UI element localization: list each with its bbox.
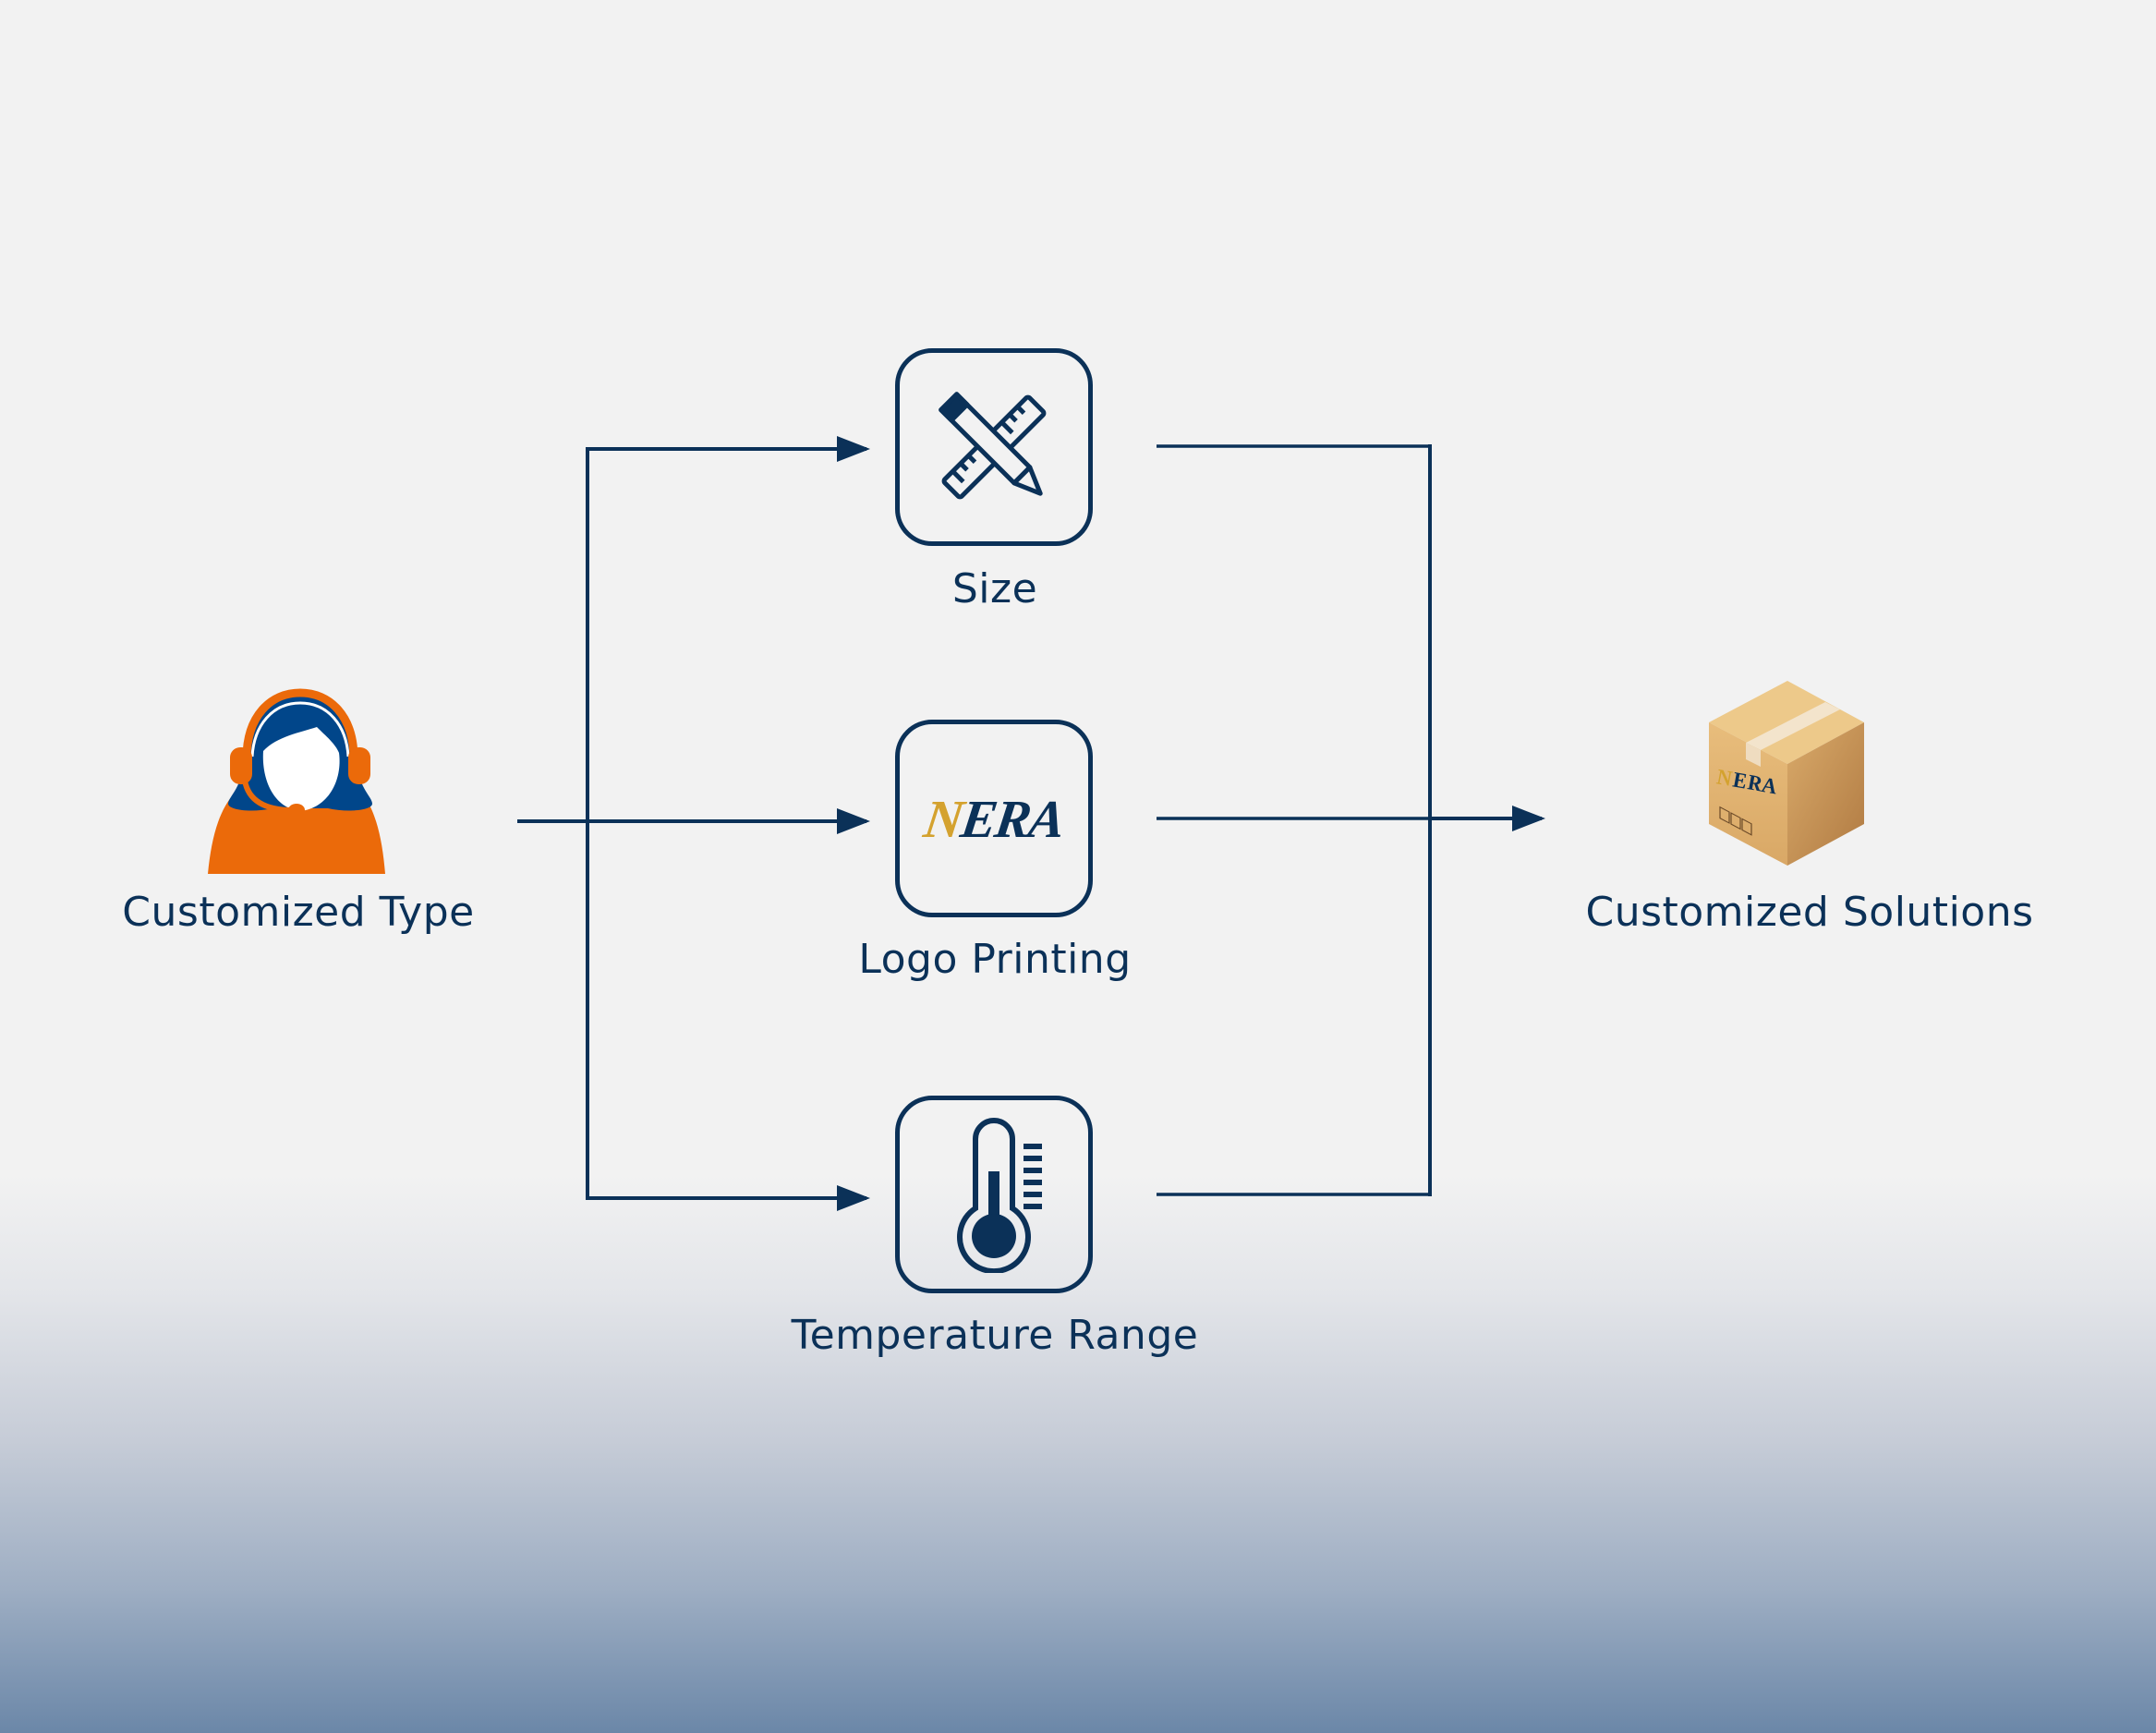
cardboard-box-icon: NERA <box>1709 681 1864 866</box>
pencil-ruler-icon <box>939 392 1047 500</box>
source-label: Customized Type <box>122 889 475 936</box>
handling-symbols-icon <box>1719 806 1752 836</box>
temperature-range-option-box[interactable] <box>895 1096 1093 1293</box>
source-node <box>208 679 393 878</box>
box-logo-n: N <box>1715 764 1734 792</box>
nera-logo: NERA <box>920 788 1067 850</box>
customer-service-agent-icon <box>208 688 385 874</box>
nera-logo-era: ERA <box>957 788 1068 849</box>
target-node: NERA <box>1700 676 1875 870</box>
logo-printing-label: Logo Printing <box>858 936 1132 983</box>
target-label: Customized Solutions <box>1585 889 2034 936</box>
logo-printing-option-box[interactable]: NERA <box>895 720 1093 917</box>
thermometer-icon <box>957 1118 1042 1273</box>
temperature-range-label: Temperature Range <box>791 1312 1199 1359</box>
size-label: Size <box>951 565 1038 612</box>
size-option-box[interactable] <box>895 348 1093 546</box>
